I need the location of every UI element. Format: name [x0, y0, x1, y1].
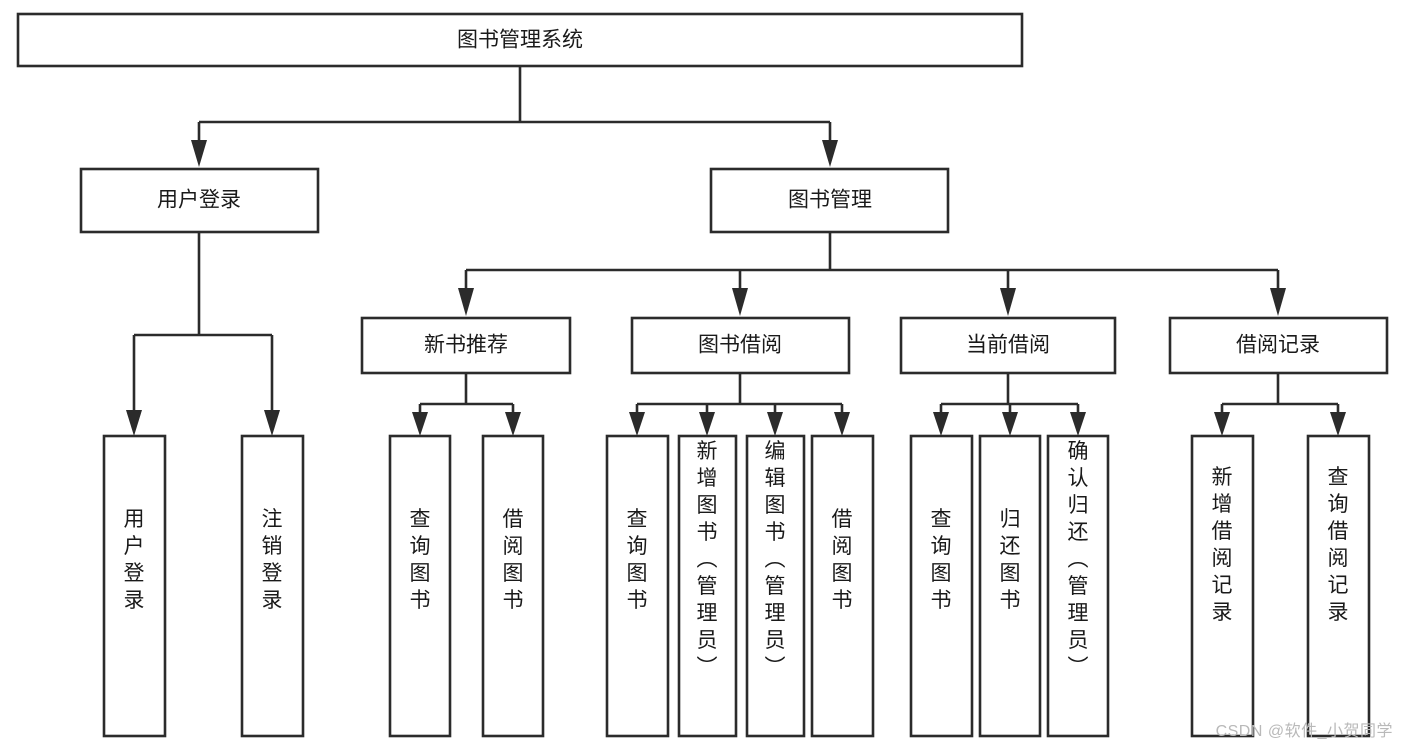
leaf-query-book-current[interactable]: 查询图书: [909, 434, 974, 738]
arrow-leaf-return-book: [1002, 412, 1018, 436]
leaf-user-login-box[interactable]: [102, 434, 167, 738]
arrow-leaf-logout: [264, 410, 280, 436]
leaf-return-book-box[interactable]: [978, 434, 1042, 738]
leaf-confirm-return-box[interactable]: [1046, 434, 1110, 738]
leaf-confirm-return-label: 确认归还︵管理员︶: [1068, 440, 1089, 679]
arrow-leaf-borrow-book-2: [834, 412, 850, 436]
leaf-query-book-current-label: 查询图书: [931, 508, 952, 612]
leaf-query-book-recommend[interactable]: 查询图书: [388, 434, 452, 738]
arrow-leaf-query-book-3: [933, 412, 949, 436]
leaf-edit-book-box[interactable]: [745, 434, 806, 738]
leaf-query-book-borrow-box[interactable]: [605, 434, 670, 738]
arrow-to-book-borrow: [732, 288, 748, 316]
leaf-query-book-recommend-box[interactable]: [388, 434, 452, 738]
leaf-logout-box[interactable]: [240, 434, 305, 738]
node-current-borrow-box[interactable]: [899, 316, 1117, 375]
arrow-to-current-borrow: [1000, 288, 1016, 316]
arrow-leaf-user-login: [126, 410, 142, 436]
arrow-to-book-mgmt: [822, 140, 838, 167]
node-book-borrow-label: 图书借阅: [698, 334, 782, 357]
leaf-borrow-book-recommend-box[interactable]: [481, 434, 545, 738]
leaf-confirm-return[interactable]: 确认归还︵管理员︶: [1046, 434, 1110, 738]
leaf-borrow-book[interactable]: 借阅图书: [810, 434, 875, 738]
node-current-borrow[interactable]: 当前借阅: [899, 316, 1117, 375]
node-new-book-recommend-box[interactable]: [360, 316, 572, 375]
node-user-login[interactable]: 用户登录: [79, 167, 320, 234]
node-book-management-box[interactable]: [709, 167, 950, 234]
connector-layer: [126, 66, 1346, 436]
leaf-add-book-label: 新增图书︵管理员︶: [697, 440, 718, 679]
leaf-add-book[interactable]: 新增图书︵管理员︶: [677, 434, 738, 738]
leaf-query-book-borrow[interactable]: 查询图书: [605, 434, 670, 738]
leaf-logout-label: 注销登录: [262, 508, 283, 612]
leaf-user-login-label: 用户登录: [124, 508, 145, 612]
arrow-leaf-borrow-book-1: [505, 412, 521, 436]
node-root-box[interactable]: [16, 12, 1024, 68]
leaf-user-login[interactable]: 用户登录: [102, 434, 167, 738]
node-new-book-recommend-label: 新书推荐: [424, 334, 508, 357]
arrow-to-new-book: [458, 288, 474, 316]
node-user-login-label: 用户登录: [157, 189, 241, 212]
node-root[interactable]: 图书管理系统: [16, 12, 1024, 68]
leaf-add-book-box[interactable]: [677, 434, 738, 738]
arrow-to-borrow-record: [1270, 288, 1286, 316]
leaf-borrow-book-label: 借阅图书: [832, 508, 853, 612]
arrow-leaf-add-record: [1214, 412, 1230, 436]
node-book-management[interactable]: 图书管理: [709, 167, 950, 234]
leaf-edit-book[interactable]: 编辑图书︵管理员︶: [745, 434, 806, 738]
node-book-borrow[interactable]: 图书借阅: [630, 316, 851, 375]
node-borrow-record-label: 借阅记录: [1236, 334, 1320, 357]
arrow-leaf-edit-book: [767, 412, 783, 436]
leaf-edit-book-label: 编辑图书︵管理员︶: [765, 440, 786, 679]
leaf-add-borrow-record-label: 新增借阅记录: [1212, 466, 1233, 624]
arrow-leaf-query-book-1: [412, 412, 428, 436]
node-current-borrow-label: 当前借阅: [966, 334, 1050, 357]
arrow-leaf-confirm-return: [1070, 412, 1086, 436]
node-book-borrow-box[interactable]: [630, 316, 851, 375]
leaf-query-borrow-record-label: 查询借阅记录: [1328, 466, 1349, 624]
node-root-label: 图书管理系统: [457, 29, 583, 52]
leaf-query-book-borrow-label: 查询图书: [627, 508, 648, 612]
node-new-book-recommend[interactable]: 新书推荐: [360, 316, 572, 375]
leaf-borrow-book-recommend-label: 借阅图书: [503, 508, 524, 612]
leaf-return-book-label: 归还图书: [1000, 508, 1021, 612]
node-borrow-record[interactable]: 借阅记录: [1168, 316, 1389, 375]
arrow-to-user-login: [191, 140, 207, 167]
node-user-login-box[interactable]: [79, 167, 320, 234]
arrow-leaf-query-book-2: [629, 412, 645, 436]
leaf-query-book-current-box[interactable]: [909, 434, 974, 738]
leaf-borrow-book-recommend[interactable]: 借阅图书: [481, 434, 545, 738]
node-book-management-label: 图书管理: [788, 189, 872, 212]
arrow-leaf-add-book: [699, 412, 715, 436]
leaf-query-borrow-record[interactable]: 查询借阅记录: [1306, 434, 1371, 738]
leaf-add-borrow-record[interactable]: 新增借阅记录: [1190, 434, 1255, 738]
leaf-logout[interactable]: 注销登录: [240, 434, 305, 738]
arrow-leaf-query-record: [1330, 412, 1346, 436]
node-borrow-record-box[interactable]: [1168, 316, 1389, 375]
leaf-query-book-recommend-label: 查询图书: [410, 508, 431, 612]
leaf-borrow-book-box[interactable]: [810, 434, 875, 738]
leaf-return-book[interactable]: 归还图书: [978, 434, 1042, 738]
leaf-add-borrow-record-box[interactable]: [1190, 434, 1255, 738]
leaf-query-borrow-record-box[interactable]: [1306, 434, 1371, 738]
